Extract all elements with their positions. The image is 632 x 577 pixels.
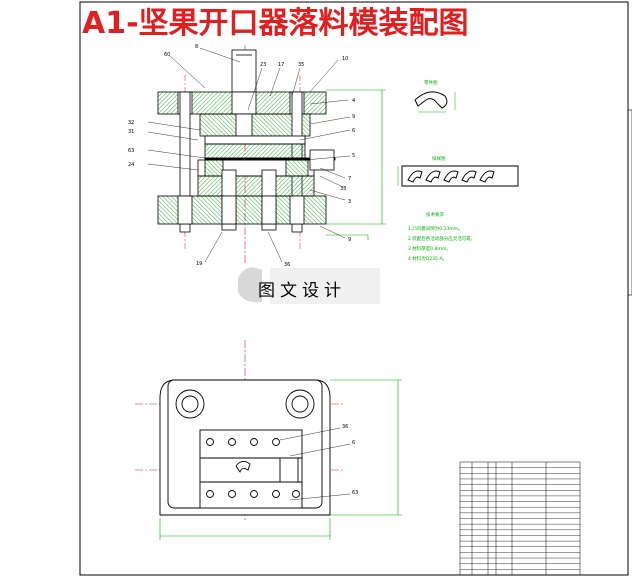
- front-dimensions: [326, 89, 386, 240]
- plan-view: [135, 340, 345, 520]
- front-section-view: [157, 45, 336, 265]
- label-4: 4: [352, 98, 355, 104]
- label-19: 19: [196, 261, 202, 267]
- note-line-3: 3.材料厚度0.8mm。: [408, 245, 451, 252]
- label-7: 7: [348, 176, 351, 182]
- watermark-text: 图文设计: [258, 281, 346, 301]
- watermark: 图文设计: [238, 267, 380, 304]
- label-6: 6: [352, 128, 355, 134]
- label-23: 23: [260, 62, 266, 68]
- plan-label-36: 36: [342, 424, 348, 430]
- label-10: 10: [342, 56, 348, 62]
- note-line-2: 2.装配后各活动部分应灵活可靠。: [408, 235, 475, 242]
- label-36: 36: [284, 262, 290, 268]
- plan-dimensions: [159, 379, 402, 540]
- label-8: 8: [195, 44, 198, 50]
- label-3: 3: [348, 199, 351, 205]
- bom-rows: [460, 467, 580, 570]
- label-5: 5: [352, 153, 355, 159]
- part-labels: 8 60 23 17 35 10 4 9 32 31 6 63 5 24 7 3…: [128, 44, 355, 268]
- label-35: 35: [298, 62, 304, 68]
- technical-notes: 技术要求 1.凸凹模间隙为0.13mm。 2.装配后各活动部分应灵活可靠。 3.…: [408, 211, 475, 262]
- plan-leaders: [279, 427, 351, 501]
- part-leaders: [147, 47, 351, 263]
- notes-header: 技术要求: [426, 211, 444, 218]
- note-line-4: 4.材料为Q235-A。: [408, 255, 447, 262]
- label-9: 9: [348, 237, 351, 243]
- label-60: 60: [164, 52, 170, 58]
- label-63: 63: [128, 148, 134, 154]
- label-17: 17: [278, 62, 284, 68]
- label-24: 24: [128, 162, 134, 168]
- plan-label-6: 6: [352, 440, 355, 446]
- label-33: 33: [340, 186, 346, 192]
- plan-label-63: 63: [352, 490, 358, 496]
- label-32: 32: [128, 120, 134, 126]
- drawing-title: A1-坚果开口器落料模装配图: [82, 6, 469, 41]
- strip-layout-view: 排样图: [397, 155, 519, 187]
- label-9a: 9: [352, 114, 355, 120]
- part-view: 零件图: [414, 79, 456, 113]
- label-31: 31: [128, 129, 134, 135]
- part-view-label: 零件图: [424, 79, 438, 86]
- right-border-box: [627, 109, 632, 296]
- note-line-1: 1.凸凹模间隙为0.13mm。: [408, 225, 463, 232]
- strip-layout-label: 排样图: [432, 155, 446, 162]
